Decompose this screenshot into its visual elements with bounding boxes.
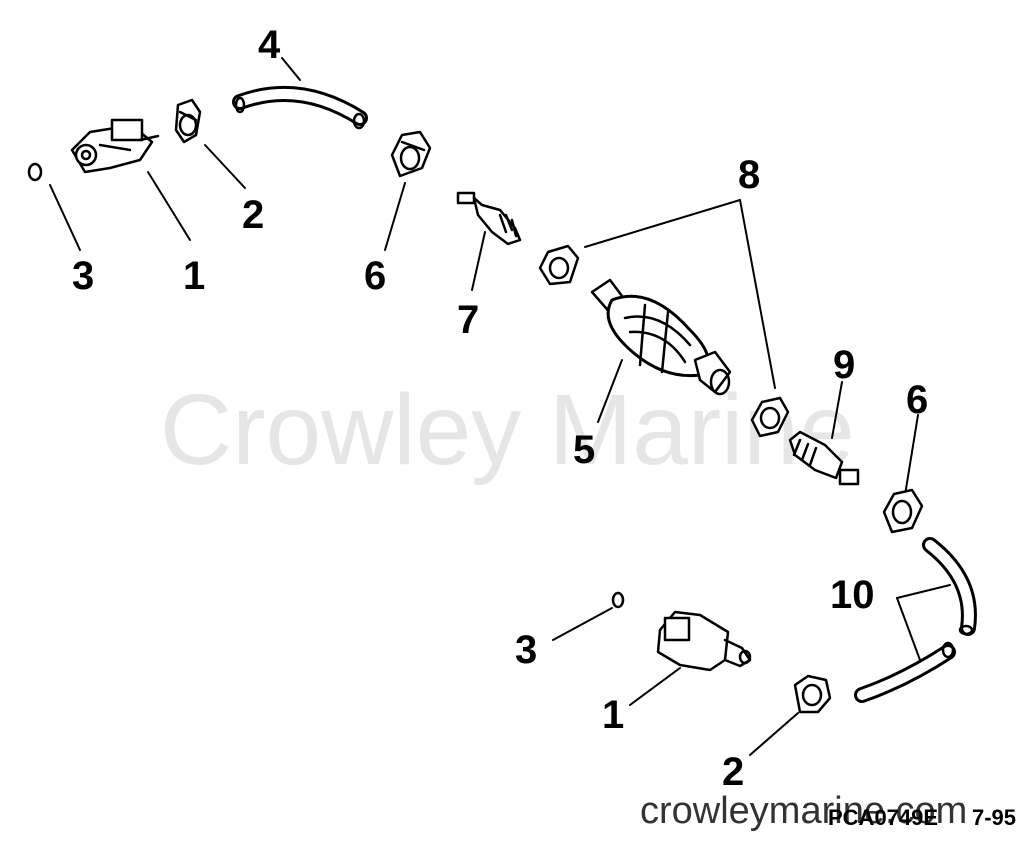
fuel-connector-right (656, 610, 752, 672)
callout-2-right: 2 (722, 750, 745, 794)
clamp-upper (390, 130, 432, 178)
fuel-connector-left (70, 118, 160, 174)
callout-8: 8 (738, 153, 761, 197)
callout-3-right: 3 (515, 628, 538, 672)
leader-lines (49, 57, 951, 756)
o-ring-right (611, 591, 625, 609)
callout-5: 5 (573, 428, 596, 472)
callout-7: 7 (457, 298, 480, 342)
check-valve-right (788, 430, 860, 486)
bulb-clamp-upper (538, 244, 580, 286)
callout-2-left: 2 (242, 193, 265, 237)
callout-1-left: 1 (183, 254, 206, 298)
hose-upper (232, 86, 368, 130)
page-number: 7-95 (972, 805, 1017, 830)
check-valve-left (456, 191, 522, 246)
figure-code: PCA0749E (828, 805, 939, 830)
clamp-right (882, 488, 924, 534)
callout-1-right: 1 (602, 693, 625, 737)
bulb-clamp-lower (750, 396, 790, 438)
callout-9: 9 (833, 343, 856, 387)
watermark-center: Crowley Marine (160, 374, 855, 486)
clamp-lower-right (793, 674, 832, 714)
callout-6-upper: 6 (364, 254, 387, 298)
callout-10: 10 (830, 573, 875, 617)
o-ring-left (27, 162, 43, 182)
primer-bulb (590, 278, 732, 396)
hose-lower-right (854, 537, 977, 703)
clamp-left (174, 98, 202, 144)
callout-6-right: 6 (906, 378, 929, 422)
callout-4: 4 (258, 23, 281, 67)
watermark-footer: crowleymarine.com (640, 790, 968, 832)
callout-3-left: 3 (72, 254, 95, 298)
